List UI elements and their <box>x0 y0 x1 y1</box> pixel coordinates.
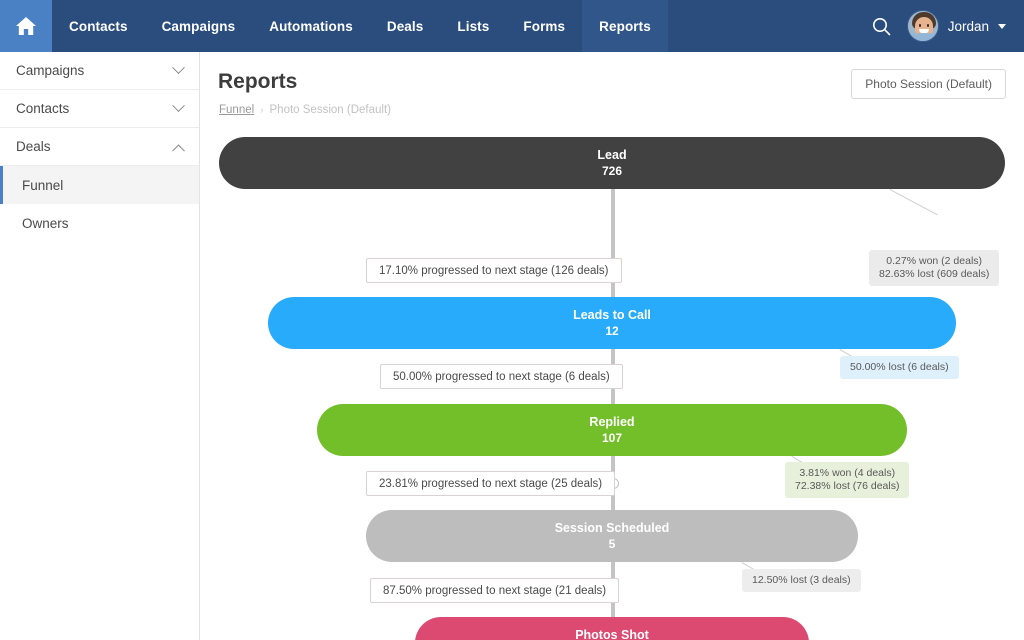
sidebar-item-label: Owners <box>22 215 69 231</box>
nav-item-label: Automations <box>269 18 353 34</box>
funnel-won-lost-session-scheduled: 12.50% lost (3 deals) <box>742 569 861 592</box>
home-icon <box>15 16 37 36</box>
main-content: Reports Funnel › Photo Session (Default)… <box>200 52 1024 640</box>
page-title: Reports <box>218 70 298 93</box>
sidebar-item-label: Contacts <box>16 101 70 116</box>
sidebar-item-owners[interactable]: Owners <box>0 204 199 242</box>
funnel-won-lost-lead: 0.27% won (2 deals) 82.63% lost (609 dea… <box>869 250 1000 286</box>
won-text: 3.81% won (4 deals) <box>799 467 896 479</box>
funnel-select-dropdown[interactable]: Photo Session (Default) <box>851 69 1006 99</box>
nav-item-contacts[interactable]: Contacts <box>52 0 145 52</box>
nav-item-campaigns[interactable]: Campaigns <box>145 0 253 52</box>
progressed-text: 87.50% progressed to next stage (21 deal… <box>383 584 607 597</box>
nav-item-list: Contacts Campaigns Automations Deals Lis… <box>52 0 668 52</box>
progressed-text: 50.00% progressed to next stage (6 deals… <box>393 370 610 383</box>
progressed-text: 17.10% progressed to next stage (126 dea… <box>379 264 609 277</box>
funnel-stage-bar-lead[interactable]: Lead 726 <box>219 137 1005 189</box>
funnel-select-value: Photo Session (Default) <box>865 77 992 91</box>
sidebar: Campaigns Contacts Deals Funnel Owners <box>0 52 200 640</box>
nav-item-deals[interactable]: Deals <box>370 0 441 52</box>
stage-count: 107 <box>601 430 623 445</box>
nav-item-label: Reports <box>599 18 651 34</box>
sidebar-item-label: Campaigns <box>16 63 85 78</box>
lost-text: 12.50% lost (3 deals) <box>752 574 851 586</box>
stage-count: 5 <box>608 536 616 551</box>
nav-item-label: Campaigns <box>161 18 236 34</box>
connector-line <box>889 189 938 216</box>
nav-item-label: Forms <box>523 18 566 34</box>
won-text: 0.27% won (2 deals) <box>886 255 983 267</box>
breadcrumb-separator: › <box>260 104 264 116</box>
lost-text: 72.38% lost (76 deals) <box>795 480 900 492</box>
nav-item-reports[interactable]: Reports <box>582 0 668 52</box>
nav-item-forms[interactable]: Forms <box>506 0 582 52</box>
chevron-up-icon <box>172 144 185 158</box>
stage-name: Lead <box>597 147 627 162</box>
sidebar-item-label: Deals <box>16 139 51 154</box>
nav-item-label: Lists <box>457 18 490 34</box>
breadcrumb-link-funnel[interactable]: Funnel <box>219 104 255 116</box>
lost-text: 50.00% lost (6 deals) <box>850 361 949 373</box>
sidebar-item-deals[interactable]: Deals <box>0 128 199 166</box>
funnel-stage-bar-photos-shot[interactable]: Photos Shot 18 <box>415 617 809 640</box>
nav-right-group: Jordan <box>872 0 1024 52</box>
stage-name: Leads to Call <box>573 307 651 322</box>
progressed-text: 23.81% progressed to next stage (25 deal… <box>379 477 603 490</box>
stage-name: Replied <box>589 414 635 429</box>
sidebar-item-funnel[interactable]: Funnel <box>0 166 199 204</box>
nav-item-automations[interactable]: Automations <box>252 0 370 52</box>
funnel-chart: Lead 726 0.27% won (2 deals) 82.63% lost… <box>200 137 1024 640</box>
avatar <box>906 10 939 42</box>
funnel-stage-bar-replied[interactable]: Replied 107 <box>317 404 907 456</box>
stage-count: 12 <box>605 323 619 338</box>
sidebar-item-label: Funnel <box>22 177 64 193</box>
home-button[interactable] <box>0 0 52 52</box>
nav-item-label: Contacts <box>69 18 128 34</box>
sidebar-item-contacts[interactable]: Contacts <box>0 90 199 128</box>
funnel-stage-bar-leads-to-call[interactable]: Leads to Call 12 <box>268 297 956 349</box>
funnel-stage-bar-session-scheduled[interactable]: Session Scheduled 5 <box>366 510 858 562</box>
funnel-won-lost-replied: 3.81% won (4 deals) 72.38% lost (76 deal… <box>785 462 910 498</box>
lost-text: 82.63% lost (609 deals) <box>879 268 990 280</box>
search-icon[interactable] <box>872 17 891 36</box>
funnel-won-lost-leads-to-call: 50.00% lost (6 deals) <box>840 356 959 379</box>
stage-count: 726 <box>601 163 623 178</box>
breadcrumb-current: Photo Session (Default) <box>269 104 391 116</box>
funnel-progressed-leads-to-call: 50.00% progressed to next stage (6 deals… <box>380 364 623 389</box>
top-navigation-bar: Contacts Campaigns Automations Deals Lis… <box>0 0 1024 52</box>
chevron-down-icon <box>172 99 185 113</box>
nav-item-label: Deals <box>386 18 424 34</box>
chevron-down-icon <box>172 61 185 75</box>
sidebar-item-campaigns[interactable]: Campaigns <box>0 52 199 90</box>
stage-name: Session Scheduled <box>554 520 670 535</box>
funnel-progressed-lead: 17.10% progressed to next stage (126 dea… <box>366 258 622 283</box>
user-menu[interactable]: Jordan <box>906 10 1006 42</box>
user-name: Jordan <box>947 18 989 34</box>
funnel-progressed-replied: 23.81% progressed to next stage (25 deal… <box>366 471 616 496</box>
chevron-down-icon <box>998 23 1006 29</box>
breadcrumb: Funnel › Photo Session (Default) <box>219 104 391 116</box>
funnel-progressed-session-scheduled: 87.50% progressed to next stage (21 deal… <box>370 578 620 603</box>
stage-name: Photos Shot <box>575 627 649 640</box>
nav-item-lists[interactable]: Lists <box>440 0 506 52</box>
